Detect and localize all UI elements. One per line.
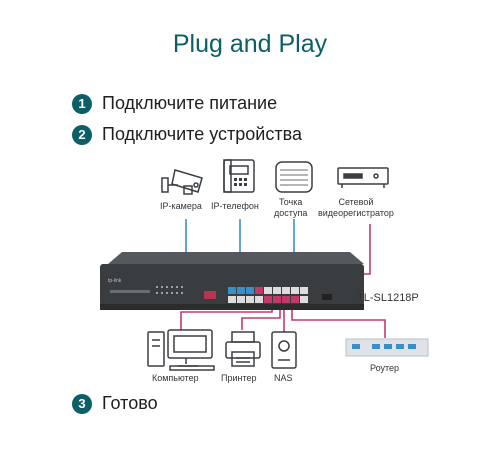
label-nas: NAS (274, 373, 293, 383)
router-line (291, 304, 386, 338)
step-1: 1 Подключите питание (72, 93, 277, 114)
label-ip-camera: IP-камера (160, 201, 202, 211)
access-point-icon (275, 161, 313, 193)
page-title: Plug and Play (172, 30, 328, 58)
nvr-icon (337, 167, 389, 188)
step-3-text: Готово (102, 393, 158, 413)
printer-icon (225, 331, 261, 367)
step-number-3: 3 (72, 393, 92, 414)
step-number-1: 1 (72, 93, 92, 114)
label-nvr-line1: Сетевой (338, 197, 374, 207)
svg-text:tp-link: tp-link (108, 278, 122, 284)
step-2-text: Подключите устройства (102, 124, 302, 144)
ip-phone-icon (223, 159, 255, 193)
label-access-point-line2: доступа (274, 208, 308, 218)
computer-icon (147, 329, 215, 371)
step-number-2: 2 (72, 124, 92, 145)
ip-camera-icon (161, 169, 203, 195)
label-ip-phone: IP-телефон (211, 201, 259, 211)
ports-top (228, 287, 308, 294)
switch: tp-link (100, 252, 364, 310)
label-nvr: Сетевой видеорегистратор (318, 197, 394, 219)
step-1-text: Подключите питание (102, 93, 278, 113)
label-computer: Компьютер (152, 373, 199, 383)
step-3: 3 Готово (72, 393, 158, 414)
ports-bottom (228, 296, 308, 303)
label-printer: Принтер (221, 373, 257, 383)
switch-model-label: TL-SL1218P (357, 292, 419, 304)
nas-icon (271, 331, 297, 369)
router-icon (345, 338, 429, 357)
printer-line (241, 304, 281, 330)
step-2: 2 Подключите устройства (72, 124, 302, 145)
label-access-point-line1: Точка (278, 197, 303, 207)
label-access-point: Точка доступа (274, 197, 307, 219)
label-router: Роутер (370, 363, 400, 373)
label-nvr-line2: видеорегистратор (318, 208, 394, 218)
